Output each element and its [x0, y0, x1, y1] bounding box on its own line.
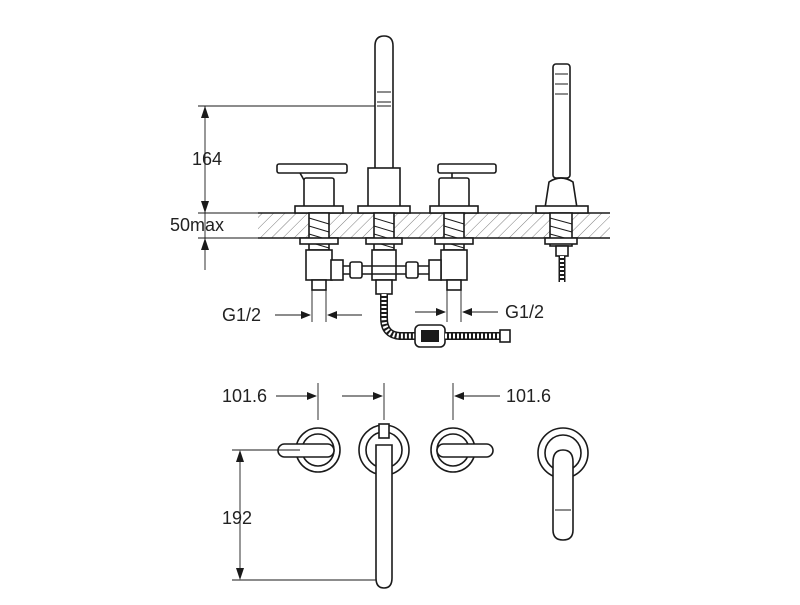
left-handle-plan [277, 427, 341, 473]
right-valve [429, 163, 497, 291]
left-valve [276, 163, 348, 291]
dim-label-101-6-right: 101.6 [506, 386, 551, 406]
plan-view: 101.6 101.6 [222, 383, 589, 589]
dimension-connection-right: G1/2 [415, 290, 544, 322]
hand-shower-plan [537, 427, 589, 541]
spout [357, 35, 411, 295]
hand-shower [535, 63, 589, 282]
dimension-spout-height: 164 50max [170, 105, 375, 270]
dimension-spout-reach: 192 [222, 449, 376, 581]
spout-plan [358, 423, 410, 589]
dim-label-164: 164 [192, 149, 222, 169]
right-handle-plan [430, 427, 494, 473]
connecting-pipes [330, 259, 442, 281]
dim-label-g12-right: G1/2 [505, 302, 544, 322]
dimension-connection-left: G1/2 [222, 290, 362, 325]
dim-label-192: 192 [222, 508, 252, 528]
dim-label-g12-left: G1/2 [222, 305, 261, 325]
dim-label-50max: 50max [170, 215, 224, 235]
dimension-spacing: 101.6 101.6 [222, 383, 551, 420]
dim-label-101-6-left: 101.6 [222, 386, 267, 406]
braided-hose [380, 294, 511, 348]
elevation-view: 164 50max G1/2 G1/2 [170, 35, 610, 348]
